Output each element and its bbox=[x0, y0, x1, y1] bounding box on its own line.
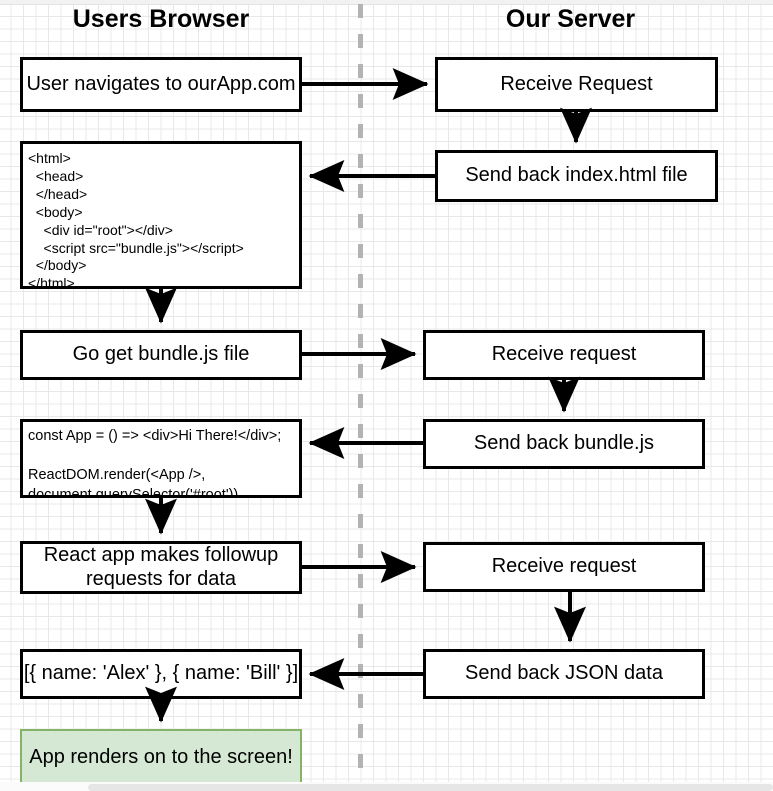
node-send-json-data[interactable]: Send back JSON data bbox=[423, 649, 705, 699]
node-json-payload[interactable]: [{ name: 'Alex' }, { name: 'Bill' }] bbox=[20, 649, 302, 699]
node-app-renders[interactable]: App renders on to the screen! bbox=[20, 729, 302, 786]
node-go-get-bundle[interactable]: Go get bundle.js file bbox=[20, 330, 302, 380]
node-react-code[interactable]: const App = () => <div>Hi There!</div>; … bbox=[20, 419, 302, 498]
node-react-followup[interactable]: React app makes followup requests for da… bbox=[20, 541, 302, 594]
column-title-our-server: Our Server bbox=[505, 5, 636, 33]
node-html-document[interactable]: <html> <head> </head> <body> <div id="ro… bbox=[20, 141, 302, 289]
top-edge-strip bbox=[0, 0, 773, 5]
node-receive-request-3[interactable]: Receive request bbox=[423, 542, 705, 592]
vertical-dashed-separator-icon bbox=[358, 4, 363, 787]
node-send-index-html[interactable]: Send back index.html file bbox=[435, 150, 718, 202]
node-user-navigates[interactable]: User navigates to ourApp.com bbox=[20, 57, 302, 112]
node-receive-request-2[interactable]: Receive request bbox=[423, 330, 705, 380]
horizontal-scrollbar[interactable] bbox=[88, 784, 773, 791]
node-send-bundle-js[interactable]: Send back bundle.js bbox=[423, 419, 705, 469]
column-title-users-browser: Users Browser bbox=[72, 5, 250, 33]
